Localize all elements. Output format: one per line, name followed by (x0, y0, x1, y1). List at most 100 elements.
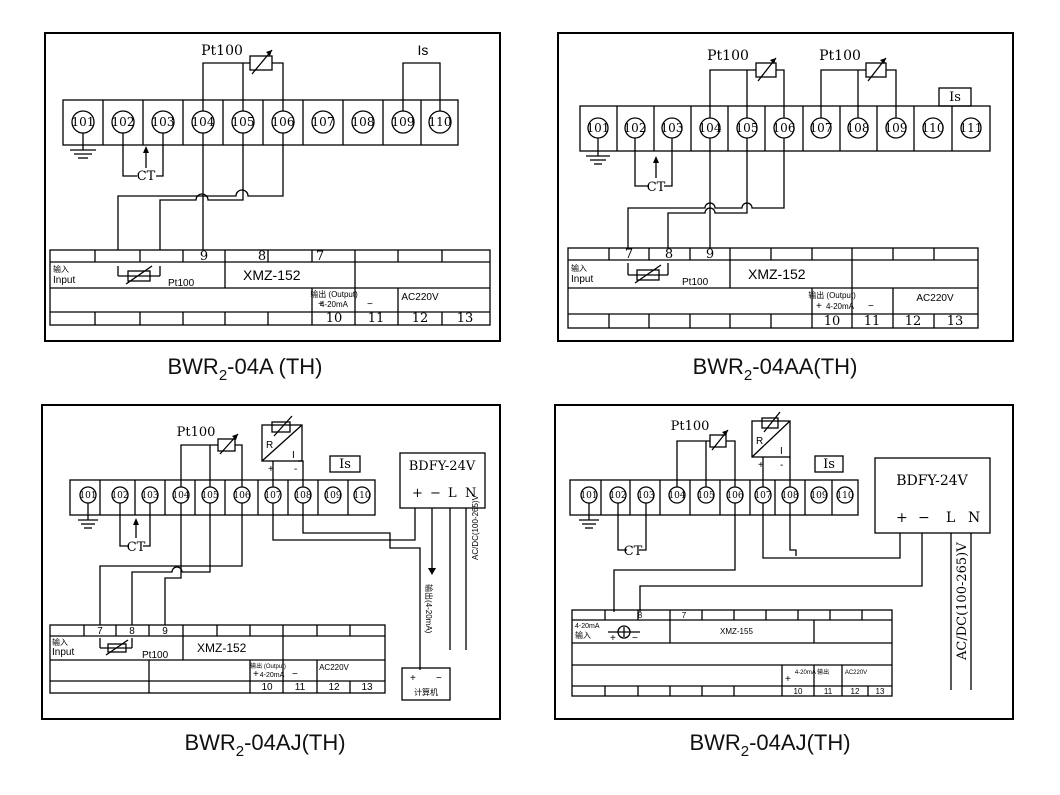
block-dividers (83, 625, 351, 693)
input-cn-label: 输入 (52, 637, 68, 647)
psu-label: BDFY-24V (409, 459, 476, 474)
terminal-108: 108 (847, 121, 870, 135)
ac220v-label: AC220V (916, 293, 954, 304)
input-cn-label: 输入 (53, 264, 69, 274)
terminal-110: 110 (836, 491, 853, 501)
psu-n: N (465, 486, 476, 501)
pt100-label-1: Pt100 (707, 48, 749, 64)
diagram-3-frame (41, 404, 501, 720)
block-num-11: 11 (864, 314, 881, 329)
terminal-dividers (102, 100, 422, 145)
terminal-strip (62, 99, 459, 146)
terminal-105: 105 (697, 491, 714, 501)
psu-plus: + (896, 510, 908, 526)
terminal-strip (69, 479, 376, 516)
rtd-symbol-icon (627, 263, 669, 284)
current-source-icon (608, 625, 640, 639)
output-plus: + (816, 301, 822, 312)
terminal-101: 101 (72, 115, 95, 129)
block-num-7: 7 (625, 247, 633, 262)
is-label: Is (949, 90, 961, 105)
terminal-104: 104 (172, 491, 189, 501)
terminal-105: 105 (232, 115, 255, 129)
block-num-10: 10 (261, 682, 273, 693)
output-label: 输出 (Output) (808, 290, 856, 300)
instrument-block (571, 609, 893, 697)
diagram-2-title: BWR2-04AA(TH) (693, 354, 858, 384)
psu-box (399, 452, 486, 509)
terminal-102: 102 (111, 491, 128, 501)
output-vertical-label: 输出(4-20mA) (424, 584, 434, 634)
plus-label: + (268, 464, 274, 475)
terminal-strip (569, 479, 859, 516)
input-en-label: Input (53, 275, 75, 286)
block-num-8: 8 (258, 249, 266, 264)
terminal-103: 103 (661, 121, 684, 135)
terminal-104: 104 (699, 121, 722, 135)
ground-icon (586, 138, 610, 165)
terminal-107: 107 (754, 491, 771, 501)
terminal-dividers (99, 480, 349, 515)
block-num-10: 10 (824, 314, 841, 329)
terminal-110: 110 (922, 121, 945, 135)
terminal-101: 101 (580, 491, 597, 501)
block-num-10: 10 (326, 311, 343, 326)
output-range: 4-20mA (260, 672, 285, 679)
output-label: 输出 (Output) (310, 289, 358, 299)
computer-box (401, 667, 451, 701)
terminal-110: 110 (429, 115, 452, 129)
output-minus: − (868, 301, 874, 312)
converter-box (751, 420, 791, 458)
pt100-small-label: Pt100 (168, 278, 195, 289)
block-num-9: 9 (200, 249, 208, 264)
block-num-11: 11 (824, 687, 833, 696)
block-num-12: 12 (412, 311, 429, 326)
output-minus: − (367, 299, 373, 310)
output-minus: − (292, 669, 298, 680)
terminal-102: 102 (112, 115, 135, 129)
terminal-107: 107 (264, 491, 281, 501)
rtd-symbol-icon (117, 265, 161, 285)
psu-l: L (946, 510, 955, 526)
pt100-label: Pt100 (671, 419, 710, 434)
block-num-11: 11 (368, 311, 385, 326)
terminal-109: 109 (810, 491, 827, 501)
terminal-106: 106 (233, 491, 250, 501)
psu-plus: + (412, 486, 423, 501)
minus-label: - (294, 464, 297, 475)
input-cn-label: 输入 (575, 630, 591, 640)
terminal-103: 103 (637, 491, 654, 501)
terminal-110: 110 (353, 491, 370, 501)
psu-label: BDFY-24V (896, 473, 968, 489)
block-num-8: 8 (665, 247, 673, 262)
block-num-7: 7 (316, 249, 324, 264)
pt100-resistor-icon (709, 434, 727, 448)
block-num-10: 10 (794, 687, 803, 696)
block-num-7: 7 (97, 626, 103, 637)
psu-l: L (448, 486, 457, 501)
plus-label: + (758, 460, 764, 471)
block-num-12: 12 (328, 682, 340, 693)
block-dividers (604, 610, 869, 696)
is-label: Is (339, 457, 351, 472)
terminal-106: 106 (726, 491, 743, 501)
terminal-105: 105 (201, 491, 218, 501)
diagram-2: 101 102 103 104 105 106 107 108 109 110 … (557, 32, 1014, 384)
psu-n: N (968, 510, 980, 526)
terminal-strip (579, 105, 991, 152)
converter-box (261, 424, 303, 462)
model-label: XMZ-152 (748, 266, 806, 282)
ground-icon (579, 503, 599, 529)
diagram-4-title: BWR2-04AJ(TH) (689, 730, 850, 760)
block-num-8: 8 (638, 611, 643, 620)
ct-label: CT (647, 180, 666, 195)
diagram-1: 101 102 103 104 105 106 107 108 109 110 … (44, 32, 501, 384)
psu-box (874, 457, 991, 534)
output-label: 4-20mA 输出 (795, 668, 829, 676)
terminal-104: 104 (192, 115, 215, 129)
diagram-3-title: BWR2-04AJ(TH) (184, 730, 345, 760)
block-num-11: 11 (295, 682, 306, 693)
ct-label: CT (127, 540, 146, 555)
ground-icon (70, 133, 96, 159)
